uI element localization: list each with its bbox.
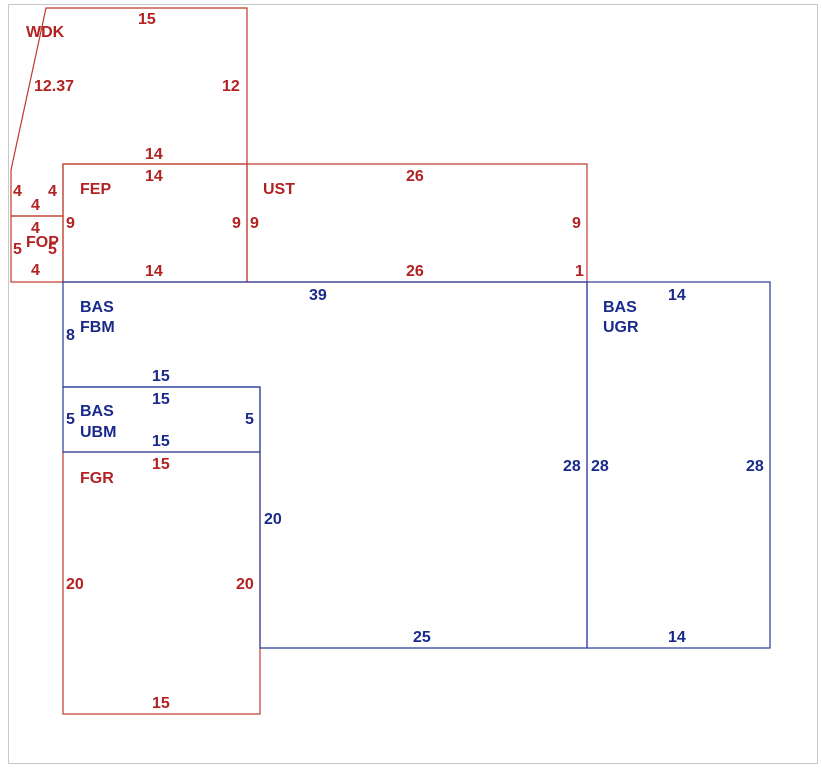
fep-dim-top: 14 [145,168,163,185]
bas-fbm-line2: FBM [80,319,115,336]
bas-fbm-outline [62,281,588,649]
wdk-dim-left-a: 4 [13,183,22,200]
fep-dim-right: 9 [232,215,241,232]
blue-outlines [62,281,771,649]
fop-dim-bottom: 4 [31,262,40,279]
bas-ubm-outline [62,386,261,453]
bas-ugr-dim-top: 14 [668,287,686,304]
fep-dim-bottom: 14 [145,263,163,280]
bas-ubm-dim-top: 15 [152,391,170,408]
fgr-dim-bottom: 15 [152,695,170,712]
ust-dim-right: 9 [572,215,581,232]
ust-code: UST [263,181,295,198]
bas-ubm-dim-bottom: 15 [152,433,170,450]
ust-dim-corner: 1 [575,263,584,280]
bas-ubm-line2: UBM [80,424,116,441]
fep-dim-left: 9 [66,215,75,232]
ust-dim-left: 9 [250,215,259,232]
fep-labels: FEP 14 9 9 14 4 4 [31,168,241,280]
fep-dim-inner-b: 4 [31,220,40,237]
fgr-code: FGR [80,470,114,487]
ust-dim-top: 26 [406,168,424,185]
bas-ugr-dim-bottom: 14 [668,629,686,646]
fop-dim-left: 5 [13,241,22,258]
fgr-dim-top: 15 [152,456,170,473]
wdk-code: WDK [26,24,65,41]
bas-ugr-line2: UGR [603,319,639,336]
bas-ugr-dim-left: 28 [591,458,609,475]
fgr-dim-right: 20 [236,576,254,593]
bas-ubm-dim-left: 5 [66,411,75,428]
bas-fbm-labels: BAS FBM 39 8 15 28 25 20 [66,287,581,646]
fep-dim-inner-a: 4 [31,197,40,214]
bas-fbm-dim-left: 8 [66,327,75,344]
wdk-dim-right: 12 [222,78,240,95]
fep-code: FEP [80,181,111,198]
fop-code: FOP [26,234,59,251]
bas-ugr-line1: BAS [603,299,637,316]
ust-labels: UST 26 9 9 26 1 [250,168,584,280]
ust-dim-bottom: 26 [406,263,424,280]
bas-ugr-labels: BAS UGR 14 28 28 14 [591,287,764,646]
bas-fbm-dim-left-low: 20 [264,511,282,528]
wdk-dim-top: 15 [138,11,156,28]
bas-ubm-labels: BAS UBM 15 5 5 15 [66,391,254,450]
bas-fbm-dim-mid: 15 [152,368,170,385]
bas-ubm-line1: BAS [80,403,114,420]
fop-dim-right: 5 [48,241,57,258]
bas-ubm-dim-right: 5 [245,411,254,428]
bas-ugr-outline [586,281,771,649]
bas-fbm-dim-top: 39 [309,287,327,304]
wdk-labels: WDK 15 12 12.37 14 4 4 [13,11,240,200]
fop-outline [10,215,64,283]
bas-ugr-dim-right: 28 [746,458,764,475]
wdk-dim-diag: 12.37 [34,78,74,95]
red-outlines [10,7,588,715]
fgr-labels: FGR 15 20 20 15 [66,456,254,712]
bas-fbm-dim-right: 28 [563,458,581,475]
wdk-dim-left-b: 4 [48,183,57,200]
fop-labels: FOP 5 5 4 [13,234,59,279]
fgr-dim-left: 20 [66,576,84,593]
wdk-dim-bottom: 14 [145,146,163,163]
bas-fbm-dim-bottom: 25 [413,629,431,646]
bas-fbm-line1: BAS [80,299,114,316]
sketch-frame [8,4,818,764]
fgr-outline [62,451,261,715]
